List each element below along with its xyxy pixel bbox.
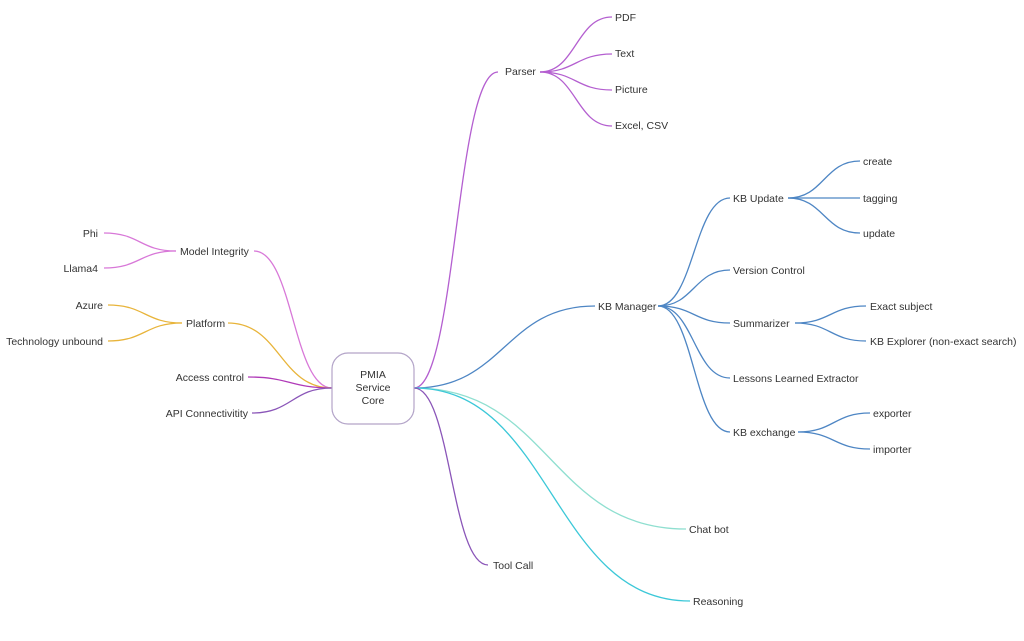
link-kbmanager-lessons (657, 305, 731, 379)
node-exporter[interactable]: exporter (873, 408, 912, 420)
node-kb-explorer[interactable]: KB Explorer (non-exact search) (870, 336, 1016, 348)
node-update[interactable]: update (863, 228, 895, 240)
core-line-3: Core (362, 395, 385, 407)
link-core-parser (413, 71, 499, 389)
link-exchange-importer (797, 431, 871, 450)
node-model-integrity[interactable]: Model Integrity (180, 246, 250, 258)
core-line-1: PMIA (360, 369, 386, 381)
link-core-platform (227, 322, 333, 389)
link-kbupdate-create (787, 160, 861, 199)
node-kb-exchange[interactable]: KB exchange (733, 427, 796, 439)
link-platform-tech (107, 322, 183, 342)
link-modelintegrity-phi (103, 232, 177, 252)
node-text[interactable]: Text (615, 48, 634, 60)
node-reasoning[interactable]: Reasoning (693, 596, 743, 608)
link-core-reasoning (413, 387, 691, 602)
link-summarizer-explorer (794, 322, 867, 342)
link-kbmanager-exchange (657, 305, 731, 433)
node-excel-csv[interactable]: Excel, CSV (615, 120, 668, 132)
node-lessons-learned[interactable]: Lessons Learned Extractor (733, 373, 859, 385)
node-azure[interactable]: Azure (76, 300, 104, 312)
node-access-control[interactable]: Access control (176, 372, 244, 384)
link-kbupdate-update (787, 197, 861, 234)
link-kbmanager-version (657, 269, 731, 307)
node-create[interactable]: create (863, 156, 892, 168)
link-core-modelintegrity (253, 250, 333, 389)
node-api-connectivity[interactable]: API Connectivitity (166, 408, 249, 420)
core-line-2: Service (355, 382, 390, 394)
node-version-control[interactable]: Version Control (733, 265, 805, 277)
node-tagging[interactable]: tagging (863, 193, 898, 205)
node-llama4[interactable]: Llama4 (64, 263, 99, 275)
node-platform[interactable]: Platform (186, 318, 225, 330)
link-summarizer-exact (794, 305, 867, 324)
link-parser-excel (539, 71, 613, 127)
node-pdf[interactable]: PDF (615, 12, 636, 24)
connector-lines (103, 16, 871, 602)
link-core-api (251, 387, 333, 414)
link-parser-picture (539, 71, 613, 91)
link-exchange-exporter (797, 412, 871, 433)
node-importer[interactable]: importer (873, 444, 912, 456)
link-parser-text (539, 53, 613, 73)
link-modelintegrity-llama4 (103, 250, 177, 269)
link-core-kbmanager (413, 305, 596, 389)
node-technology-unbound[interactable]: Technology unbound (6, 336, 103, 348)
link-kbmanager-kbupdate (657, 197, 731, 307)
node-picture[interactable]: Picture (615, 84, 648, 96)
node-kb-update[interactable]: KB Update (733, 193, 784, 205)
link-kbmanager-summarizer (657, 305, 731, 324)
node-summarizer[interactable]: Summarizer (733, 318, 790, 330)
link-core-toolcall (413, 387, 489, 566)
link-parser-pdf (539, 16, 613, 73)
core-node[interactable]: PMIA Service Core (331, 352, 415, 425)
node-tool-call[interactable]: Tool Call (493, 560, 533, 572)
core-node-box (331, 352, 415, 425)
node-exact-subject[interactable]: Exact subject (870, 301, 933, 313)
node-parser[interactable]: Parser (505, 66, 536, 78)
link-platform-azure (107, 304, 183, 324)
node-phi[interactable]: Phi (83, 228, 98, 240)
link-core-chatbot (413, 387, 687, 530)
link-core-accesscontrol (247, 376, 333, 389)
node-chat-bot[interactable]: Chat bot (689, 524, 729, 536)
node-kb-manager[interactable]: KB Manager (598, 301, 657, 313)
